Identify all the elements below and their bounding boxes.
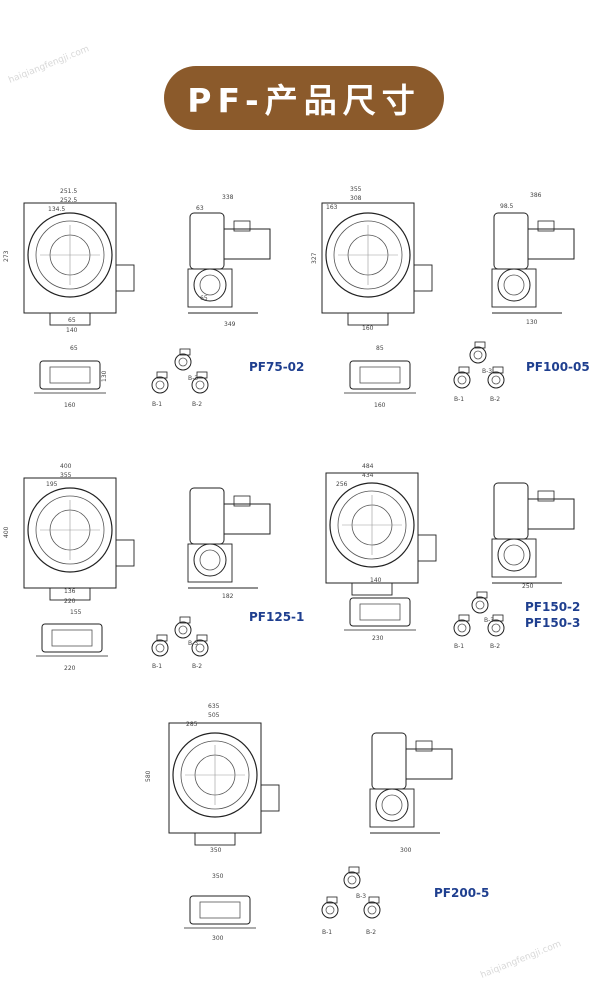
pf75-outlet-b1-icon [151,371,169,394]
pf150-dim-w1: 484 [362,463,374,470]
pf100-side-view [491,212,575,314]
pf150-outlet-b1-icon [453,614,471,637]
pf150-side-view [491,482,575,584]
pf200-dim-f2: 300 [212,935,224,942]
model-label-pf150-3: PF150-3 [525,616,581,630]
pf100-dim-w3: 163 [326,204,338,211]
pf75-dim-b2: 140 [66,327,78,334]
pf75-foot-view [33,360,107,394]
pf200-dim-w3: 285 [186,721,198,728]
pf100-dim-w1: 355 [350,186,362,193]
page-title: PF-产品尺寸 [187,81,421,120]
pf200-front-view [168,722,280,846]
pf75-dim-s4: 65 [200,295,208,302]
pf125-dim-f2: 220 [64,665,76,672]
pf100-dim-f2: 160 [374,402,386,409]
pf125-outlet-b3-label: B-3 [188,640,198,647]
pf100-dim-s1: 386 [530,192,542,199]
pf125-foot-view [35,623,109,657]
pf75-outlet-b2-label: B-2 [192,401,202,408]
pf75-dim-f2: 160 [64,402,76,409]
page-title-banner: PF-产品尺寸 [164,66,444,130]
pf75-dim-s2: 63 [196,205,204,212]
pf150-outlet-b3-icon [471,591,489,614]
pf125-front-view [23,477,135,601]
model-label-pf200-5: PF200-5 [434,886,490,900]
pf200-outlet-b3-label: B-3 [356,893,366,900]
pf125-outlet-b2-label: B-2 [192,663,202,670]
pf75-dim-w2: 252.5 [60,197,77,204]
pf100-dim-f1: 85 [376,345,384,352]
pf150-outlet-b3-label: B-3 [484,617,494,624]
pf200-foot-view [183,895,257,929]
pf150-outlet-b1-label: B-1 [454,643,464,650]
pf75-front-view [23,202,135,326]
pf125-dim-b2: 220 [64,598,76,605]
pf125-dim-f1: 155 [70,609,82,616]
pf200-outlet-b1-icon [321,896,339,919]
pf125-dim-b1: 136 [64,588,76,595]
pf200-outlet-b2-icon [363,896,381,919]
pf100-dim-b1: 160 [362,325,374,332]
pf100-dim-h1: 327 [311,252,318,264]
pf125-outlet-b1-label: B-1 [152,663,162,670]
pf100-foot-view [343,360,417,394]
pf150-dim-b1: 140 [370,577,382,584]
model-label-pf100-05: PF100-05 [526,360,590,374]
pf100-outlet-b3-icon [469,341,487,364]
pf200-dim-s1: 300 [400,847,412,854]
pf150-dim-w2: 434 [362,472,374,479]
pf100-outlet-b1-label: B-1 [454,396,464,403]
pf75-outlet-b1-label: B-1 [152,401,162,408]
pf75-dim-b1: 65 [68,317,76,324]
pf125-outlet-b3-icon [174,616,192,639]
model-label-pf125-1: PF125-1 [249,610,305,624]
pf150-dim-s1: 250 [522,583,534,590]
pf150-dim-w3: 256 [336,481,348,488]
pf125-dim-w1: 400 [60,463,72,470]
pf125-dim-h1: 400 [3,526,10,538]
pf75-dim-w1: 251.5 [60,188,77,195]
pf200-outlet-b1-label: B-1 [322,929,332,936]
pf125-outlet-b1-icon [151,634,169,657]
pf150-foot-view [343,597,417,631]
pf150-outlet-b2-label: B-2 [490,643,500,650]
pf75-dim-s3: 349 [224,321,236,328]
pf125-side-view [187,487,271,589]
pf200-dim-w2: 505 [208,712,220,719]
pf200-dim-w1: 635 [208,703,220,710]
pf100-outlet-b3-label: B-3 [482,368,492,375]
model-label-pf75-02: PF75-02 [249,360,305,374]
pf100-outlet-b2-label: B-2 [490,396,500,403]
pf200-dim-h1: 580 [145,770,152,782]
pf75-dim-h1: 273 [3,250,10,262]
pf100-dim-w2: 308 [350,195,362,202]
pf150-dim-b2: 230 [372,635,384,642]
pf200-dim-b1: 350 [210,847,222,854]
pf100-outlet-b1-icon [453,366,471,389]
pf200-outlet-b2-label: B-2 [366,929,376,936]
pf75-dim-f3: 130 [101,370,108,382]
pf75-outlet-b3-label: B-3 [188,375,198,382]
pf200-dim-f1: 350 [212,873,224,880]
pf125-dim-w2: 355 [60,472,72,479]
pf100-dim-s3: 130 [526,319,538,326]
pf75-outlet-b3-icon [174,348,192,371]
pf125-dim-w3: 195 [46,481,58,488]
pf75-dim-w3: 134.5 [48,206,65,213]
pf75-dim-f1: 65 [70,345,78,352]
model-label-pf150-2: PF150-2 [525,600,581,614]
pf200-outlet-b3-icon [343,866,361,889]
pf75-dim-s1: 338 [222,194,234,201]
pf100-dim-s2: 98.5 [500,203,514,210]
pf200-side-view [369,732,453,834]
pf100-front-view [321,202,433,326]
pf125-dim-s1: 182 [222,593,234,600]
